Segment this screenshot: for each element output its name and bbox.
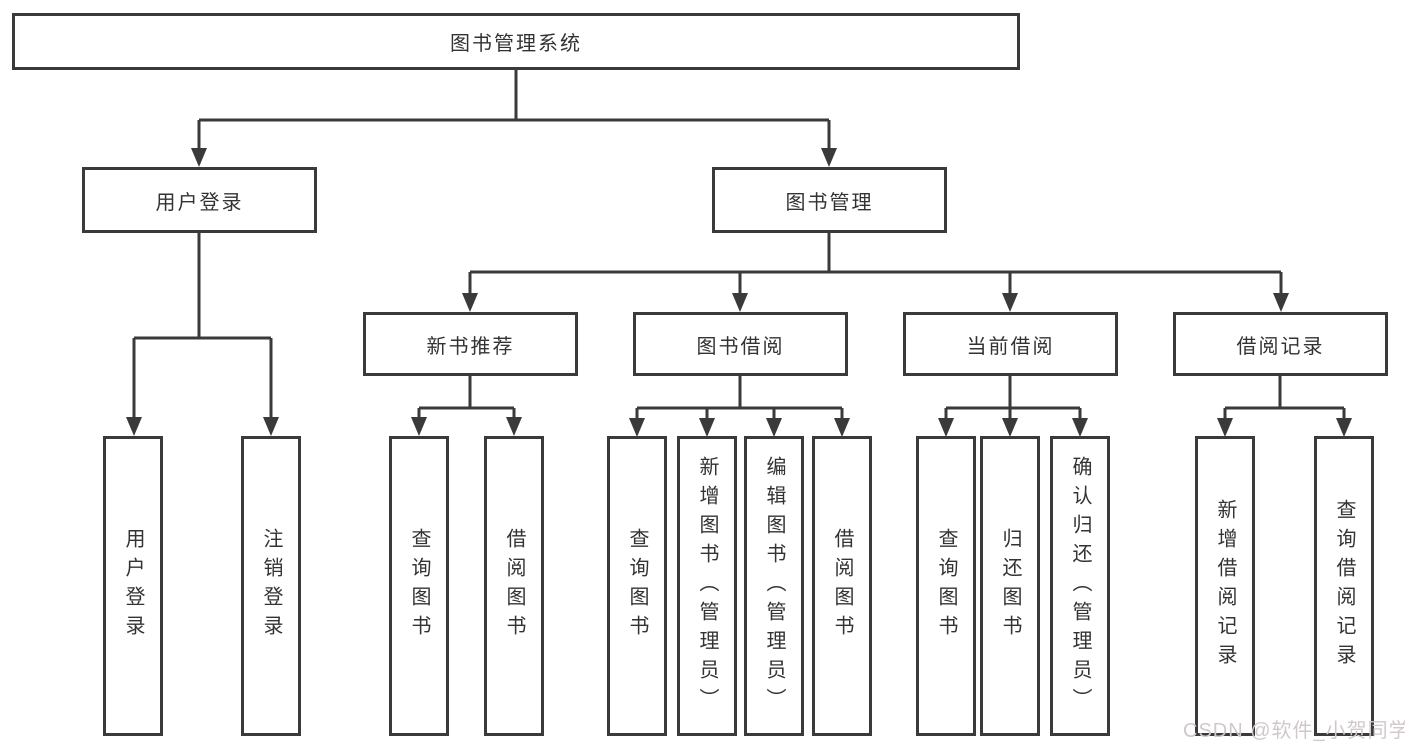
- leaf-user-login-label: 用户登录: [122, 528, 144, 644]
- leaf-query-books-3-label: 查询图书: [935, 528, 957, 644]
- leaf-confirm-return-admin: 确认归还（管理员）: [1050, 436, 1110, 736]
- leaf-logout: 注销登录: [241, 436, 301, 736]
- leaf-borrow-books-2: 借阅图书: [812, 436, 872, 736]
- connector-paths: [132, 70, 1346, 432]
- leaf-borrow-books-2-label: 借阅图书: [831, 528, 853, 644]
- leaf-add-borrow-record-label: 新增借阅记录: [1214, 499, 1236, 673]
- node-user-login: 用户登录: [82, 167, 317, 233]
- leaf-query-books-2-label: 查询图书: [626, 528, 648, 644]
- node-book-borrowing: 图书借阅: [633, 312, 848, 376]
- leaf-user-login: 用户登录: [103, 436, 163, 736]
- arrowheads: [126, 148, 1352, 437]
- node-current-borrowing: 当前借阅: [903, 312, 1118, 376]
- node-borrowing-records: 借阅记录: [1173, 312, 1388, 376]
- leaf-add-books-admin: 新增图书（管理员）: [677, 436, 737, 736]
- leaf-query-books-3: 查询图书: [916, 436, 976, 736]
- leaf-edit-books-admin: 编辑图书（管理员）: [744, 436, 804, 736]
- leaf-confirm-return-admin-label: 确认归还（管理员）: [1069, 455, 1091, 717]
- leaf-add-borrow-record: 新增借阅记录: [1195, 436, 1255, 736]
- leaf-query-books-1: 查询图书: [389, 436, 449, 736]
- leaf-query-books-1-label: 查询图书: [408, 528, 430, 644]
- leaf-borrow-books-1-label: 借阅图书: [503, 528, 525, 644]
- leaf-logout-label: 注销登录: [260, 528, 282, 644]
- leaf-add-books-admin-label: 新增图书（管理员）: [696, 455, 718, 717]
- leaf-borrow-books-1: 借阅图书: [484, 436, 544, 736]
- leaf-query-borrow-record: 查询借阅记录: [1314, 436, 1374, 736]
- leaf-query-borrow-record-label: 查询借阅记录: [1333, 499, 1355, 673]
- leaf-return-books: 归还图书: [980, 436, 1040, 736]
- leaf-return-books-label: 归还图书: [999, 528, 1021, 644]
- leaf-edit-books-admin-label: 编辑图书（管理员）: [763, 455, 785, 717]
- node-new-book-recommendation: 新书推荐: [363, 312, 578, 376]
- node-book-management: 图书管理: [712, 167, 947, 233]
- node-library-management-system: 图书管理系统: [12, 13, 1020, 70]
- leaf-query-books-2: 查询图书: [607, 436, 667, 736]
- csdn-watermark: CSDN @软件_小贺同学: [1183, 720, 1405, 742]
